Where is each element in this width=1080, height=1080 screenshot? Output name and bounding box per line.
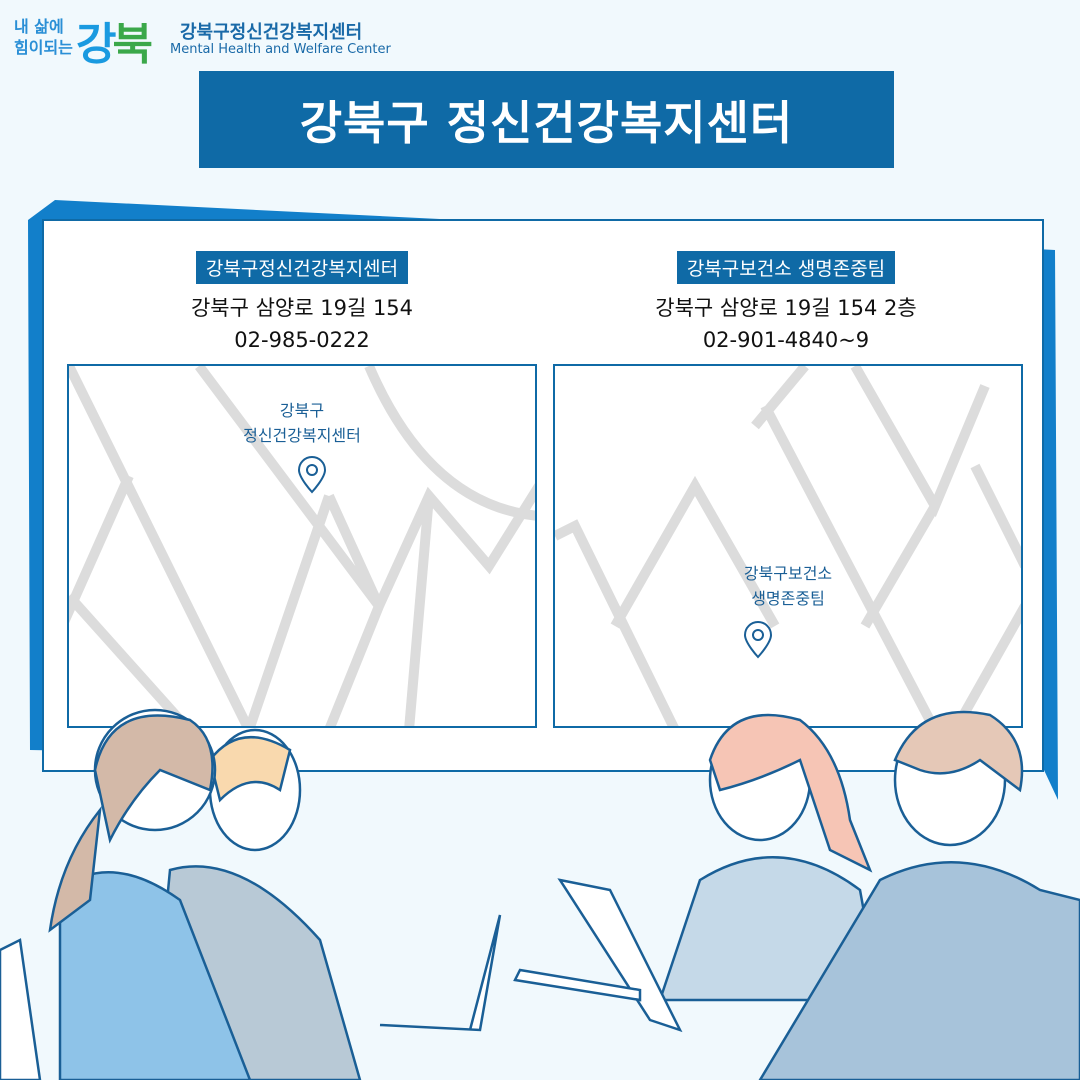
location-phone[interactable]: 02-985-0222 xyxy=(234,328,370,352)
map-pin-icon xyxy=(743,621,773,659)
map-roads xyxy=(69,366,535,726)
location-address: 강북구 삼양로 19길 154 2층 xyxy=(655,296,917,320)
brand-logo: 강북 xyxy=(76,19,153,70)
org-name-en: Mental Health and Welfare Center xyxy=(170,42,391,57)
org-name: 강북구정신건강복지센터 xyxy=(180,22,363,43)
page-title: 강북구 정신건강복지센터 xyxy=(199,71,894,168)
locations-card: 강북구정신건강복지센터 강북구 삼양로 19길 154 02-985-0222 강… xyxy=(42,219,1044,772)
location-phone[interactable]: 02-901-4840~9 xyxy=(702,328,870,352)
meeting-illustration xyxy=(0,708,1080,1080)
location-name: 강북구보건소 생명존중팀 xyxy=(676,251,896,284)
location-1: 강북구정신건강복지센터 강북구 삼양로 19길 154 02-985-0222 xyxy=(62,251,542,356)
location-name: 강북구정신건강복지센터 xyxy=(195,251,409,284)
location-2: 강북구보건소 생명존중팀 강북구 삼양로 19길 154 2층 02-901-48… xyxy=(546,251,1026,356)
location-address: 강북구 삼양로 19길 154 xyxy=(190,296,414,320)
map-pin-icon xyxy=(297,456,327,494)
map-roads xyxy=(555,366,1021,726)
